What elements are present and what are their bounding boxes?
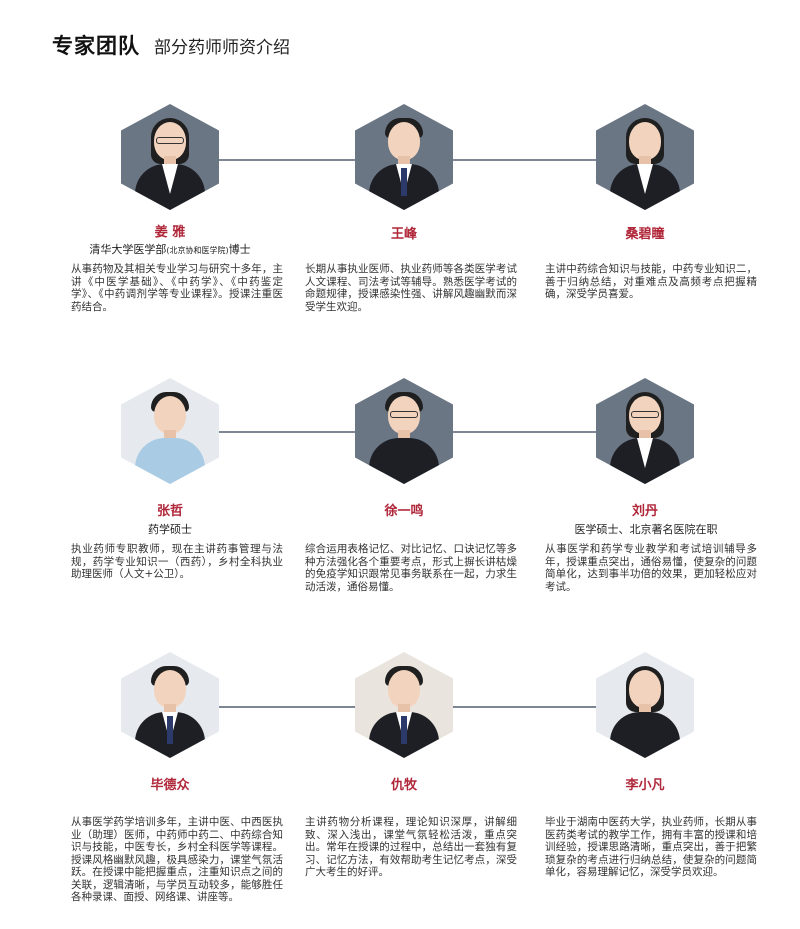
expert-photo-qiu-mu: [355, 652, 453, 758]
expert-name: 仇牧: [390, 778, 417, 793]
expert-name: 刘丹: [631, 504, 658, 519]
expert-photo-jiang-ya: [121, 104, 219, 210]
expert-name: 姜 雅: [154, 225, 186, 240]
expert-photo-zhang-zhe: [121, 378, 219, 484]
expert-bio: 从事医学药学培训多年，主讲中医、中西医执业（助理）医师，中药师中药二、中药综合知…: [71, 816, 283, 903]
expert-bio: 主讲中药综合知识与技能，中药专业知识二，善于归纳总结，对重难点及高频考点把握精确…: [545, 263, 757, 300]
expert-photo-xu-yiming: [355, 378, 453, 484]
expert-bio: 主讲药物分析课程，理论知识深厚，讲解细致、深入浅出，课堂气氛轻松活泼，重点突出。…: [305, 816, 517, 878]
expert-credential: 医学硕士、北京著名医院在职: [574, 523, 718, 536]
expert-name: 张哲: [156, 504, 183, 519]
page-title: 专家团队: [52, 34, 140, 58]
expert-photo-wang-feng: [355, 104, 453, 210]
expert-bio: 长期从事执业医师、执业药师等各类医学考试人文课程、司法考试等辅导。熟悉医学考试的…: [305, 263, 517, 313]
expert-name: 王峰: [390, 227, 417, 242]
expert-bio: 从事药物及其相关专业学习与研究十多年，主讲《中医学基础》、《中药学》、《中药鉴定…: [71, 263, 283, 313]
expert-name: 徐一鸣: [384, 504, 424, 519]
expert-bio: 执业药师专职教师，现在主讲药事管理与法规，药学专业知识一（西药），乡村全科执业助…: [71, 543, 283, 580]
expert-photo-liu-dan: [596, 378, 694, 484]
expert-photo-li-xiaofan: [596, 652, 694, 758]
expert-name: 毕德众: [150, 778, 190, 793]
expert-credential: 药学硕士: [148, 523, 192, 536]
page-header: 专家团队 部分药师师资介绍: [52, 30, 290, 64]
expert-bio: 从事医学和药学专业教学和考试培训辅导多年，授课重点突出，通俗易懂，使复杂的问题简…: [545, 543, 757, 593]
expert-photo-sang-bitong: [596, 104, 694, 210]
expert-name: 李小凡: [625, 778, 665, 793]
page-subtitle: 部分药师师资介绍: [154, 38, 290, 58]
expert-name: 桑碧瞳: [625, 227, 665, 242]
expert-photo-bi-dezhong: [121, 652, 219, 758]
expert-credential: 清华大学医学部(北京协和医学院)博士: [89, 243, 251, 256]
expert-bio: 综合运用表格记忆、对比记忆、口诀记忆等多种方法强化各个重要考点，形式上摒长讲枯燥…: [305, 543, 517, 593]
expert-bio: 毕业于湖南中医药大学，执业药师，长期从事医药类考试的教学工作，拥有丰富的授课和培…: [545, 816, 757, 878]
